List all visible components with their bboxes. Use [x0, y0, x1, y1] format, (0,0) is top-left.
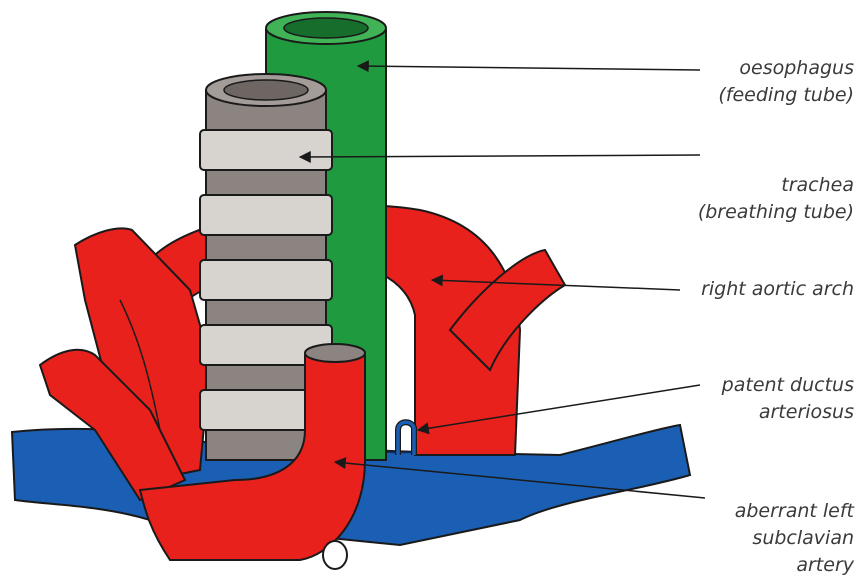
label-subclavian: aberrant left subclavian artery	[624, 498, 854, 579]
label-aortic-arch-line1: right aortic arch	[624, 276, 854, 303]
label-subclavian-line1: aberrant left	[624, 498, 854, 525]
label-oesophagus-line1: oesophagus	[624, 55, 854, 82]
label-trachea-line1: trachea	[624, 172, 854, 199]
label-oesophagus-line2: (feeding tube)	[624, 82, 854, 109]
label-oesophagus: oesophagus (feeding tube)	[624, 55, 854, 109]
label-trachea-line2: (breathing tube)	[624, 199, 854, 226]
label-ductus-line1: patent ductus	[624, 372, 854, 399]
ductus-shape	[398, 422, 414, 455]
label-ductus: patent ductus arteriosus	[624, 372, 854, 426]
label-subclavian-line3: artery	[624, 552, 854, 579]
label-aortic-arch: right aortic arch	[624, 276, 854, 303]
label-trachea: trachea (breathing tube)	[624, 172, 854, 226]
label-subclavian-line2: subclavian	[624, 525, 854, 552]
label-ductus-line2: arteriosus	[624, 399, 854, 426]
